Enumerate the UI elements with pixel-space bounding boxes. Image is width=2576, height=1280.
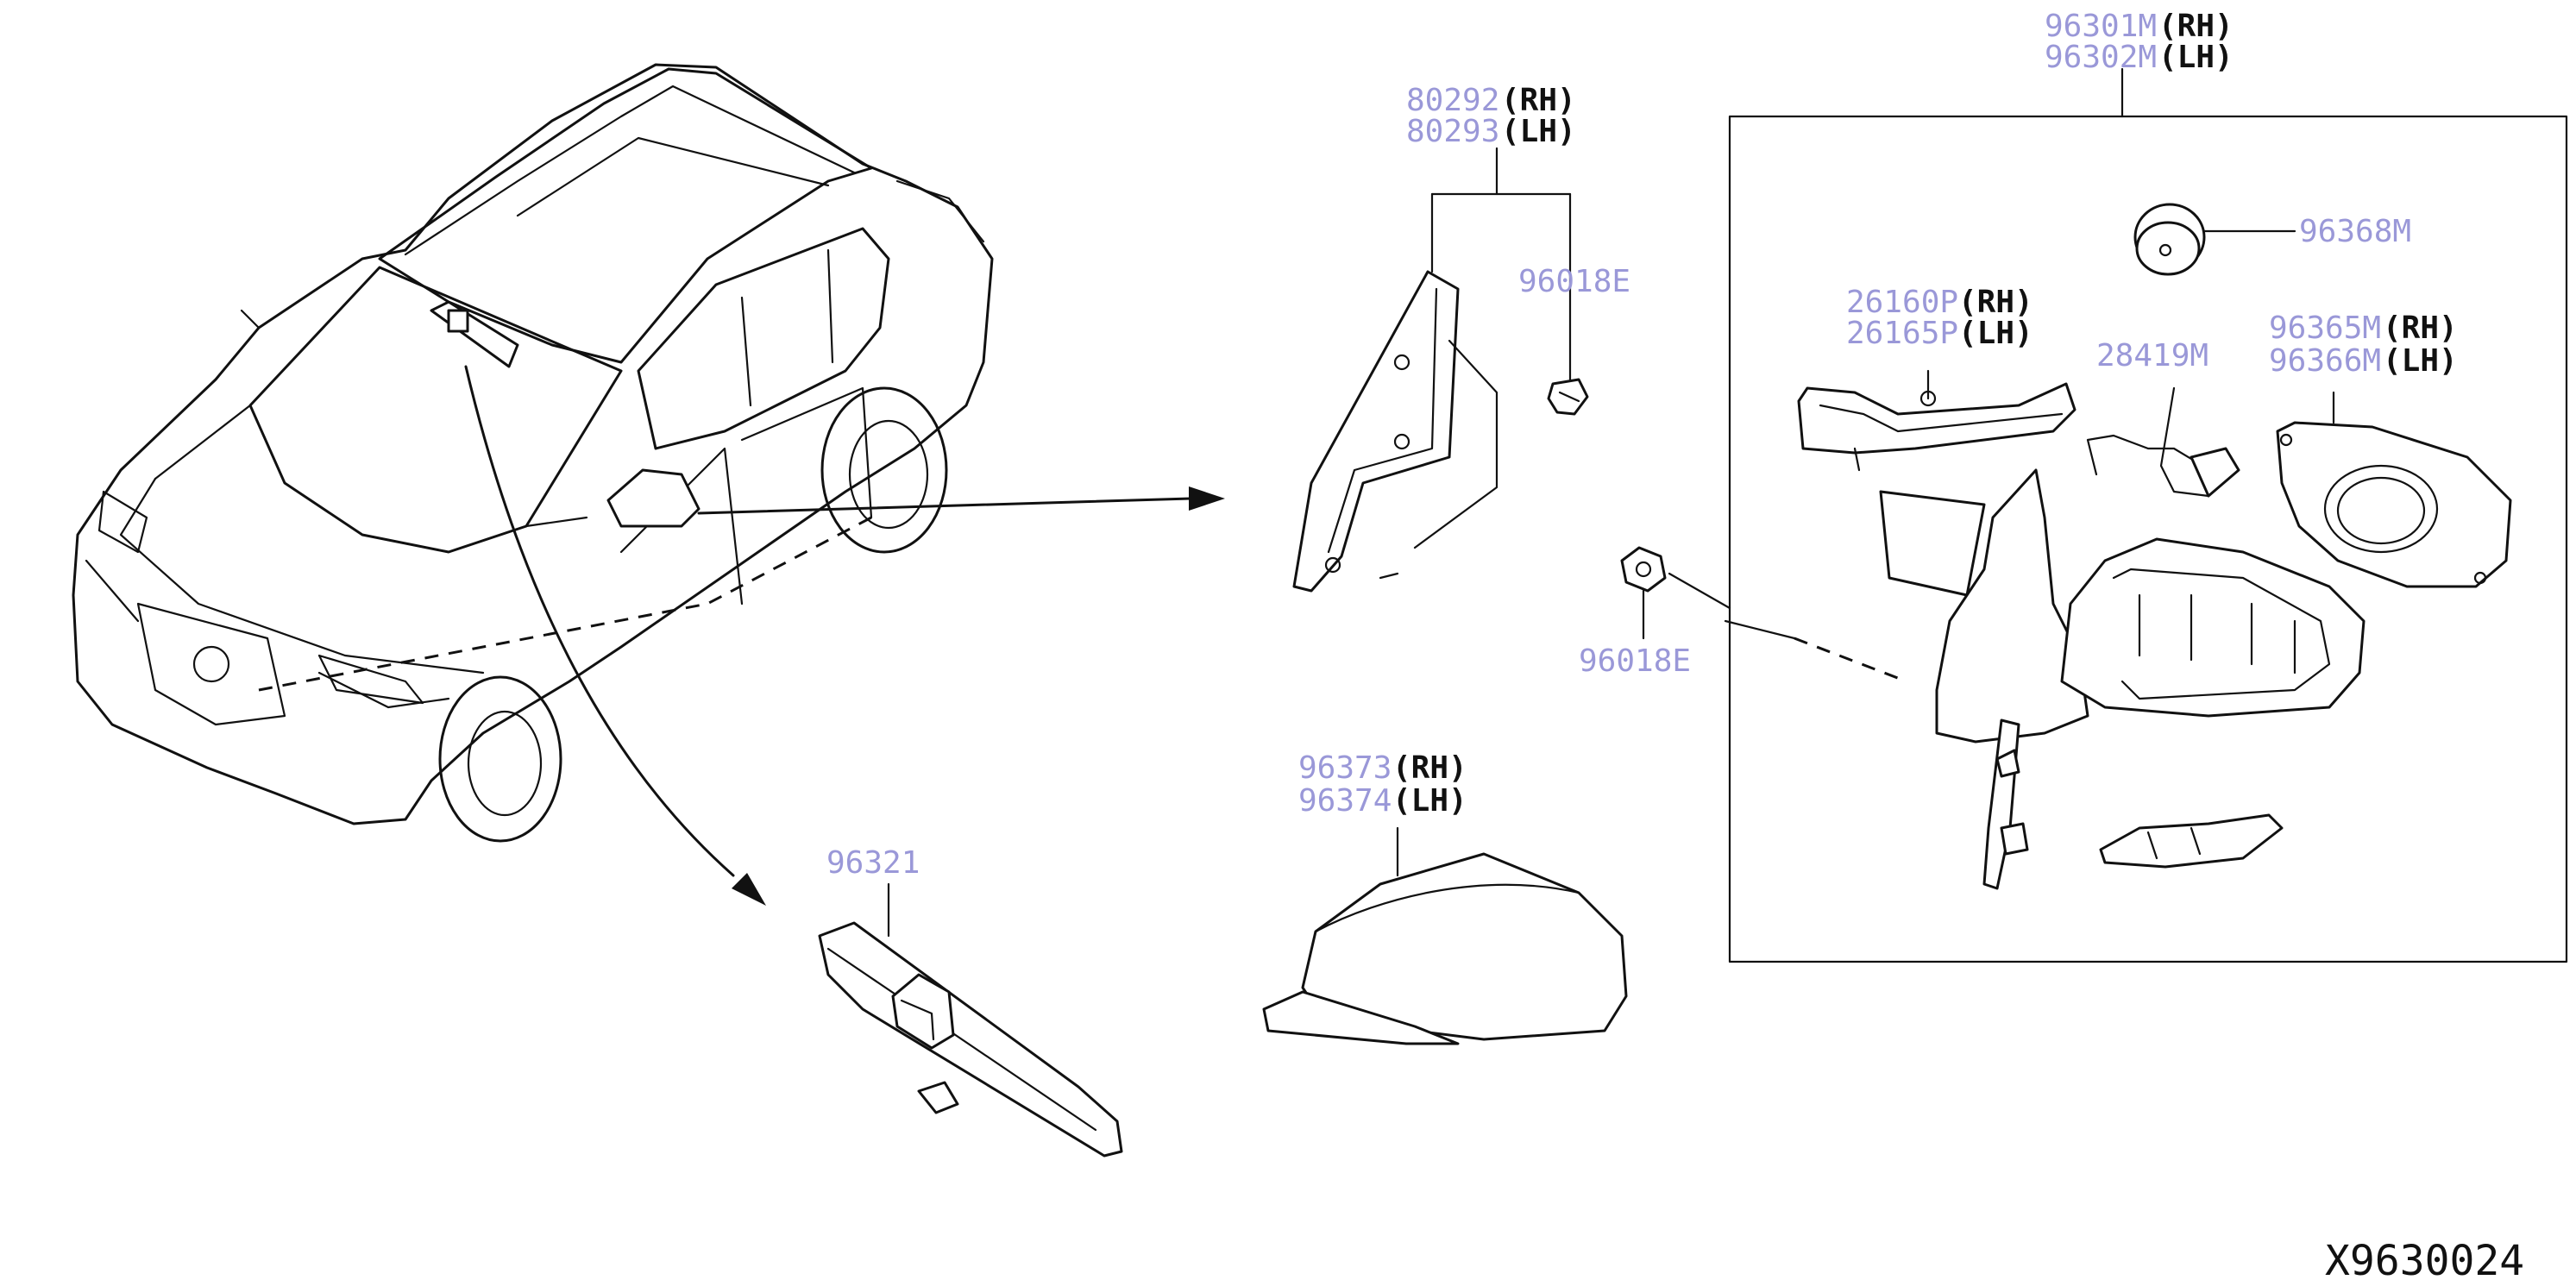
part-number-96302M: 96302M: [2045, 40, 2157, 75]
mirror-base-part: [1292, 147, 1572, 593]
side-tag-rh: (RH): [1958, 285, 2033, 320]
side-tag-lh: (LH): [1392, 783, 1467, 819]
part-number-96373: 96373: [1298, 750, 1392, 786]
part-number-26160P: 26160P: [1846, 285, 1958, 320]
arrow-head-mirror: [1189, 486, 1225, 511]
turn-lamp-part: [1797, 369, 2077, 472]
arrow-head-inside-mirror: [732, 873, 766, 906]
side-tag-rh: (RH): [2383, 311, 2458, 346]
side-tag-lh: (LH): [2383, 343, 2458, 379]
vehicle-illustration: [72, 63, 994, 843]
lower-bracket-part: [1982, 718, 2029, 890]
label-turn-lamp: 26160P (RH) 26165P (LH): [1846, 285, 2033, 351]
diagram-code: X9630024: [2325, 1237, 2524, 1280]
label-door-mirror-assy: 96301M (RH) 96302M (LH): [2045, 9, 2234, 75]
part-number-80292: 80292: [1406, 83, 1499, 118]
part-number-96366M: 96366M: [2269, 343, 2381, 379]
part-number-96018E-clip: 96018E: [1518, 264, 1630, 299]
part-number-96365M: 96365M: [2269, 311, 2381, 346]
leader-lines: [464, 365, 1225, 906]
part-number-96018E-nut: 96018E: [1579, 643, 1691, 679]
side-tag-rh: (RH): [1392, 750, 1467, 786]
part-number-80293: 80293: [1406, 114, 1499, 149]
label-mirror-cover: 96373 (RH) 96374 (LH): [1298, 750, 1467, 819]
side-tag-rh: (RH): [2158, 9, 2234, 44]
label-mirror-base: 80292 (RH) 80293 (LH): [1406, 83, 1576, 149]
cover-plug-part: [2133, 203, 2296, 276]
part-number-26165P: 26165P: [1846, 316, 1958, 351]
mirror-housing-part: [1724, 468, 2366, 744]
part-number-28419M: 28419M: [2096, 338, 2208, 373]
part-number-96301M: 96301M: [2045, 9, 2157, 44]
side-tag-lh: (LH): [1958, 316, 2033, 351]
side-tag-lh: (LH): [1501, 114, 1576, 149]
mirror-glass-part: [2276, 391, 2512, 588]
side-tag-rh: (RH): [1501, 83, 1576, 118]
harness-part: [2086, 386, 2240, 498]
part-number-96321: 96321: [826, 845, 920, 881]
trim-strip-part: [2099, 813, 2284, 869]
nut-part: [1620, 546, 1731, 640]
part-number-96374: 96374: [1298, 783, 1392, 819]
side-tag-lh: (LH): [2158, 40, 2234, 75]
door-mirror-assembly-box: [1724, 67, 2568, 963]
clip-part: [1547, 378, 1589, 416]
label-mirror-glass: 96365M (RH) 96366M (LH): [2269, 311, 2458, 379]
inside-mirror-part: [818, 882, 1123, 1158]
mirror-cover-part: [1262, 826, 1628, 1045]
part-number-96368M: 96368M: [2299, 214, 2411, 249]
